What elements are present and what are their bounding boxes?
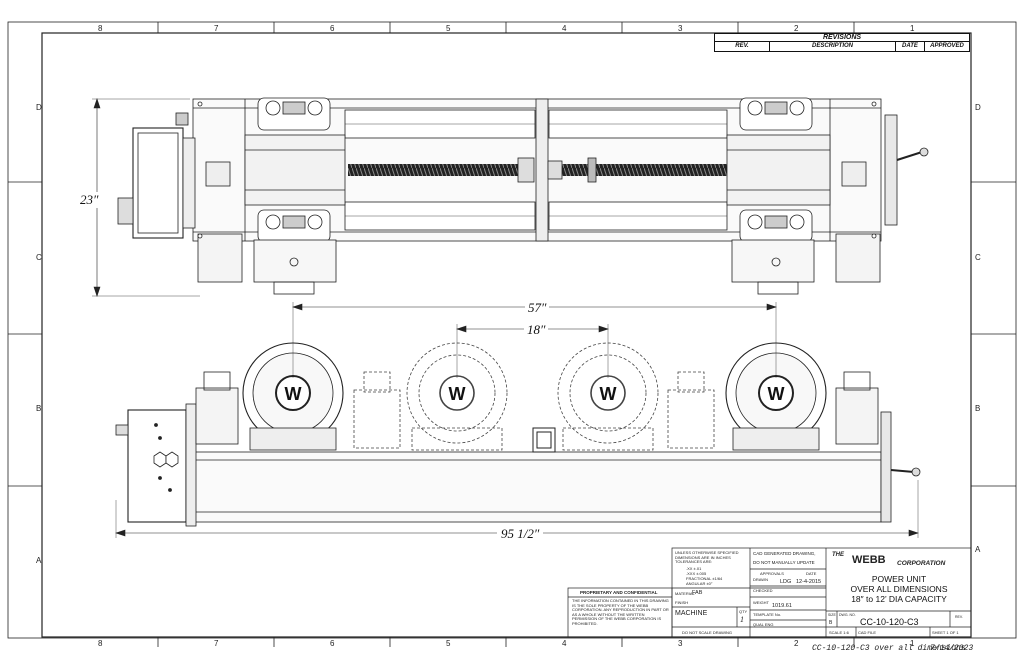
zone-col-6: 6 (330, 24, 335, 33)
drawing-number: CC-10-120-C3 (860, 617, 919, 627)
zone-col-4-bottom: 4 (562, 639, 567, 648)
tolerance-row-4: ANGULAR ±0° (686, 581, 713, 586)
zone-col-7: 7 (214, 24, 219, 33)
dwg-no-label: DWG. NO. (839, 613, 856, 617)
proprietary-text: THE INFORMATION CONTAINED IN THIS DRAWIN… (572, 598, 669, 626)
title-line-1: POWER UNIT (871, 574, 927, 584)
zone-row-a: A (36, 556, 42, 565)
zone-row-a-right: A (975, 545, 981, 554)
revisions-title: REVISIONS (714, 33, 970, 42)
tolerance-row-3: FRACTIONAL ±1/64 (686, 576, 723, 581)
zone-row-d-right: D (975, 103, 981, 112)
tolerance-row-2: .XXX ±.005 (686, 571, 707, 576)
sheet-border (7, 21, 1017, 639)
zone-col-1: 1 (910, 24, 915, 33)
zone-col-3: 3 (678, 24, 683, 33)
company-suffix: CORPORATION (897, 560, 946, 567)
zone-col-3-bottom: 3 (678, 639, 683, 648)
size-value: B (829, 620, 833, 626)
approvals-label: APPROVALS (760, 571, 784, 576)
top-view (117, 97, 929, 295)
dim-overall-height: 23″ (80, 192, 99, 208)
footer-print-date: 7/14/2023 (930, 644, 974, 653)
finish-label: FINISH (675, 600, 689, 605)
rev-col-date: DATE (896, 42, 925, 51)
cad-note-2: DO NOT MANUALLY UPDATE (753, 560, 815, 565)
checked-label: CHECKED (753, 588, 773, 593)
dim-overall-length: 95 1/2″ (497, 526, 544, 542)
size-label: SIZE (828, 613, 836, 617)
template-label: TEMPLATE No. (753, 612, 782, 617)
drawn-date: 12-4-2015 (796, 579, 822, 585)
cad-note-1: CAD GENERATED DRAWING, (753, 551, 816, 556)
sheet-label: SHEET 1 OF 1 (932, 630, 959, 635)
dim-wheel-span: 57″ (525, 300, 550, 316)
qty-label: QTY (739, 609, 748, 614)
tolerance-note: UNLESS OTHERWISE SPECIFIED DIMENSIONS AR… (675, 550, 739, 565)
revisions-header: REV. DESCRIPTION DATE APPROVED (714, 42, 970, 52)
weight-label: WEIGHT (753, 600, 769, 605)
title-line-2: OVER ALL DIMENSIONS (850, 584, 948, 594)
front-wheel-right (725, 342, 827, 451)
material-value: FAB (692, 590, 703, 596)
drawn-by: LDG (780, 579, 792, 585)
zone-col-1-bottom: 1 (910, 639, 915, 648)
zone-col-7-bottom: 7 (214, 639, 219, 648)
footer-file-name: CC-10-120-C3 over all dimensions (812, 644, 966, 653)
zone-row-d: D (36, 103, 42, 112)
height-dimension-line (92, 98, 200, 297)
rev-col-rev: REV. (715, 42, 770, 51)
cad-file-label: CAD FILE (858, 630, 877, 635)
title-line-3: 18″ to 12’ DIA CAPACITY (851, 594, 947, 604)
company-the: THE (832, 552, 844, 558)
company-logo: WEBB (852, 554, 886, 566)
zone-row-c-right: C (975, 253, 981, 262)
front-wheel-phantom (353, 342, 715, 451)
qual-eng-label: QUAL ENG (753, 622, 774, 627)
material-label: MATERIAL (675, 591, 695, 596)
dim-inner-span: 18″ (524, 322, 549, 338)
rev-col-description: DESCRIPTION (770, 42, 896, 51)
zone-col-2-bottom: 2 (794, 639, 799, 648)
zone-col-8-bottom: 8 (98, 639, 103, 648)
zone-col-5-bottom: 5 (446, 639, 451, 648)
tolerance-row-1: .XX ±.01 (686, 566, 702, 571)
scale-label: SCALE 1:6 (829, 630, 849, 635)
machine-label: MACHINE (675, 610, 708, 617)
zone-ticks (8, 22, 1016, 647)
front-wheel-left (242, 342, 344, 451)
zone-col-6-bottom: 6 (330, 639, 335, 648)
rev-col-approved: APPROVED (930, 43, 964, 49)
proprietary-title: PROPRIETARY AND CONFIDENTIAL (580, 590, 658, 595)
drawn-label: DRAWN (753, 577, 768, 582)
top-wheel-assembly (257, 97, 813, 243)
zone-row-b: B (36, 404, 42, 413)
rev-label: REV. (955, 615, 963, 619)
qty-value: 1 (740, 615, 744, 624)
title-block-grid (567, 547, 972, 638)
front-view (115, 342, 921, 527)
zone-col-8: 8 (98, 24, 103, 33)
zone-col-5: 5 (446, 24, 451, 33)
zone-col-4: 4 (562, 24, 567, 33)
scale-note: DO NOT SCALE DRAWING (682, 630, 733, 635)
zone-row-b-right: B (975, 404, 981, 413)
zone-row-c: C (36, 253, 42, 262)
weight-value: 1019.61 (772, 603, 792, 609)
date-label: DATE (806, 571, 817, 576)
zone-col-2: 2 (794, 24, 799, 33)
